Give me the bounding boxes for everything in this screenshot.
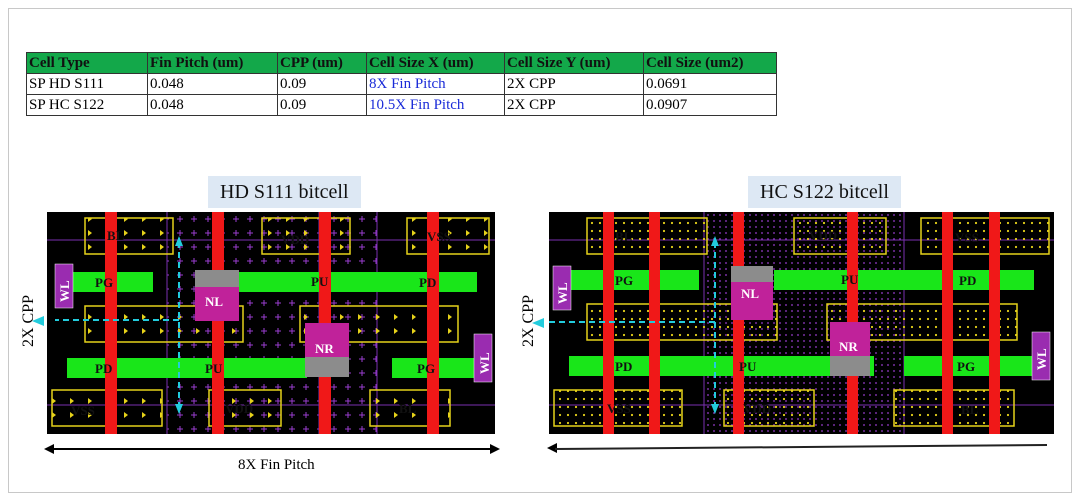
table-cell: SP HD S111 <box>26 73 148 95</box>
table-row: SP HC S122 0.048 0.09 10.5X Fin Pitch 2X… <box>26 94 777 116</box>
wl-pad-left <box>552 265 572 311</box>
label-nl: NL <box>741 286 759 301</box>
label-pu: PU <box>311 274 329 289</box>
label-wl-right: WL <box>477 352 492 374</box>
label-nr: NR <box>315 341 334 356</box>
pg-gate-right <box>904 356 1034 376</box>
label-bl-bottom: BL <box>399 401 417 416</box>
label-pd: PD <box>959 273 976 288</box>
wl-pad-left <box>54 263 74 309</box>
header-cell-size: Cell Size (um2) <box>643 52 777 74</box>
nr-contact <box>305 323 349 357</box>
header-cpp: CPP (um) <box>277 52 367 74</box>
label-vdd-top: VDD <box>281 232 309 247</box>
table-row: SP HD S111 0.048 0.09 8X Fin Pitch 2X CP… <box>26 73 777 95</box>
header-cell-type: Cell Type <box>26 52 148 74</box>
table-cell: 2X CPP <box>504 73 644 95</box>
label-nl: NL <box>205 294 223 309</box>
label-pd-bottom: PD <box>95 361 112 376</box>
header-cell-size-y: Cell Size Y (um) <box>504 52 644 74</box>
table-cell: 0.09 <box>277 94 367 116</box>
table-cell: 0.048 <box>147 94 278 116</box>
table-cell: 10.5X Fin Pitch <box>366 94 505 116</box>
nl-contact <box>731 282 773 320</box>
table-cell: 8X Fin Pitch <box>366 73 505 95</box>
right-y-label: 2X CPP <box>520 294 537 348</box>
left-bitcell-title: HD S111 bitcell <box>208 176 361 208</box>
label-pd-bottom: PD <box>615 359 632 374</box>
table-cell: 0.0907 <box>643 94 777 116</box>
table-cell: 2X CPP <box>504 94 644 116</box>
pu-pd-gate <box>774 270 1034 290</box>
right-x-dimension-arrow <box>547 443 1047 453</box>
right-bitcell-layout: BL VDD VSS PG PU PD NL NR PD PU PG VSS V… <box>549 212 1054 434</box>
wl-pad-right <box>1031 331 1051 381</box>
label-vss-top: VSS <box>427 229 451 244</box>
wl-pad-right <box>473 333 493 383</box>
label-pg-bottom: PG <box>417 361 435 376</box>
table-cell: 0.0691 <box>643 73 777 95</box>
header-cell-size-x: Cell Size X (um) <box>366 52 505 74</box>
label-pu-bottom: PU <box>739 359 757 374</box>
nl-contact <box>195 287 239 321</box>
label-vss-bottom: VSS <box>607 401 631 416</box>
table-cell: 0.09 <box>277 73 367 95</box>
slide-frame <box>8 8 1072 493</box>
label-pg: PG <box>615 273 633 288</box>
label-wl-left: WL <box>555 282 570 304</box>
label-vss-top: VSS <box>955 230 979 245</box>
left-y-label: 2X CPP <box>20 294 37 348</box>
label-vdd-top: VDD <box>809 228 837 243</box>
nr-contact <box>830 322 870 358</box>
label-nr: NR <box>839 339 858 354</box>
right-bitcell-title: HC S122 bitcell <box>748 176 901 208</box>
pd-pu-gate <box>67 358 307 378</box>
table-cell: SP HC S122 <box>26 94 148 116</box>
left-x-dimension-arrow <box>44 444 500 454</box>
label-vdd-bottom: VDD <box>743 401 771 416</box>
label-bl: BL <box>107 228 125 243</box>
label-vss-bottom: VSS <box>71 403 95 418</box>
label-bl-bottom: BL <box>961 402 979 417</box>
right-cpp-arrowhead <box>532 318 544 328</box>
label-pd: PD <box>419 275 436 290</box>
label-wl-right: WL <box>1034 348 1049 370</box>
left-x-label: 8X Fin Pitch <box>238 457 315 473</box>
label-wl-left: WL <box>57 280 72 302</box>
table-header-row: Cell Type Fin Pitch (um) CPP (um) Cell S… <box>26 52 777 74</box>
pu-pd-gate <box>237 272 477 292</box>
pg-gate <box>569 270 699 290</box>
table-cell: 0.048 <box>147 73 278 95</box>
label-vdd-bottom: VDD <box>225 401 253 416</box>
label-pu-bottom: PU <box>205 361 223 376</box>
cell-spec-table: Cell Type Fin Pitch (um) CPP (um) Cell S… <box>26 52 777 116</box>
left-cpp-arrowhead <box>32 316 44 326</box>
pd-pu-gate <box>569 356 874 376</box>
label-pg: PG <box>95 275 113 290</box>
label-pu: PU <box>841 272 859 287</box>
label-bl: BL <box>615 229 633 244</box>
header-fin-pitch: Fin Pitch (um) <box>147 52 278 74</box>
label-pg-bottom: PG <box>957 359 975 374</box>
left-bitcell-layout: BL VDD VSS PG PU PD NL NR PD PU PG VSS V… <box>47 212 495 434</box>
